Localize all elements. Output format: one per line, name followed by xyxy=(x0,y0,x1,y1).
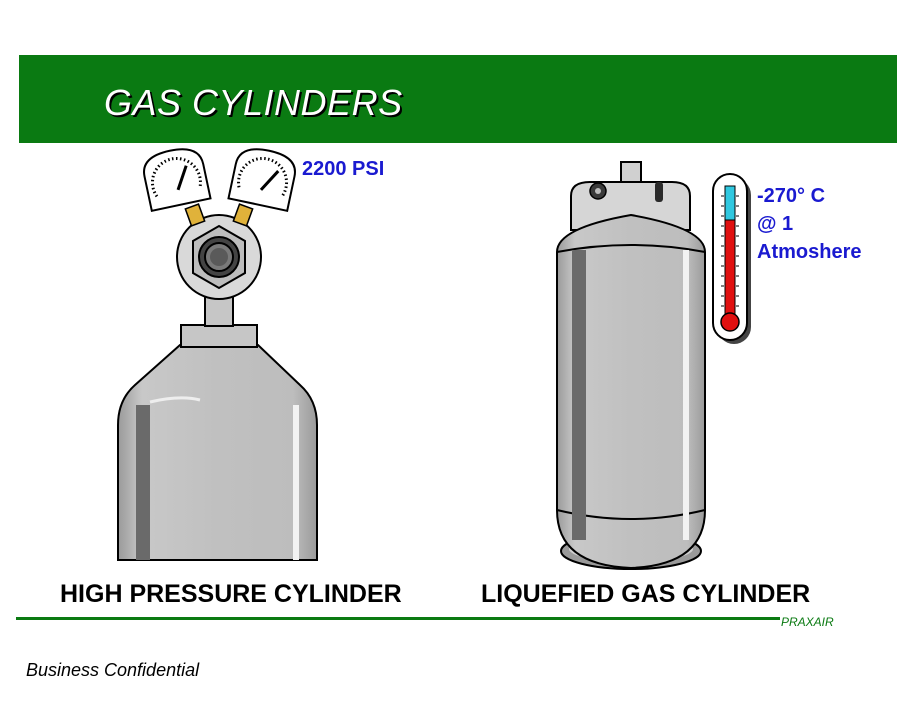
liquefied-gas-caption: LIQUEFIED GAS CYLINDER xyxy=(481,580,811,608)
pressure-gauge-icon xyxy=(227,148,296,212)
thermometer-icon xyxy=(712,173,751,344)
confidential-footer: Business Confidential xyxy=(26,660,200,680)
pressure-gauge-icon xyxy=(143,148,212,212)
footer-divider xyxy=(16,617,780,620)
title-bar: GAS CYLINDERS xyxy=(19,55,897,143)
temperature-label: -270° C @ 1 Atmoshere xyxy=(757,182,861,266)
temperature-line: Atmoshere xyxy=(757,241,862,263)
slide-title: GAS CYLINDERS xyxy=(104,82,403,123)
liquefied-gas-cylinder-icon xyxy=(556,161,706,570)
gas-cylinder-icon xyxy=(117,203,318,561)
pressure-label: 2200 PSI xyxy=(302,158,385,180)
brand-label: PRAXAIR xyxy=(781,615,834,629)
high-pressure-caption: HIGH PRESSURE CYLINDER xyxy=(60,580,402,608)
temperature-line: -270° C xyxy=(757,185,826,207)
temperature-line: @ 1 xyxy=(757,213,794,235)
